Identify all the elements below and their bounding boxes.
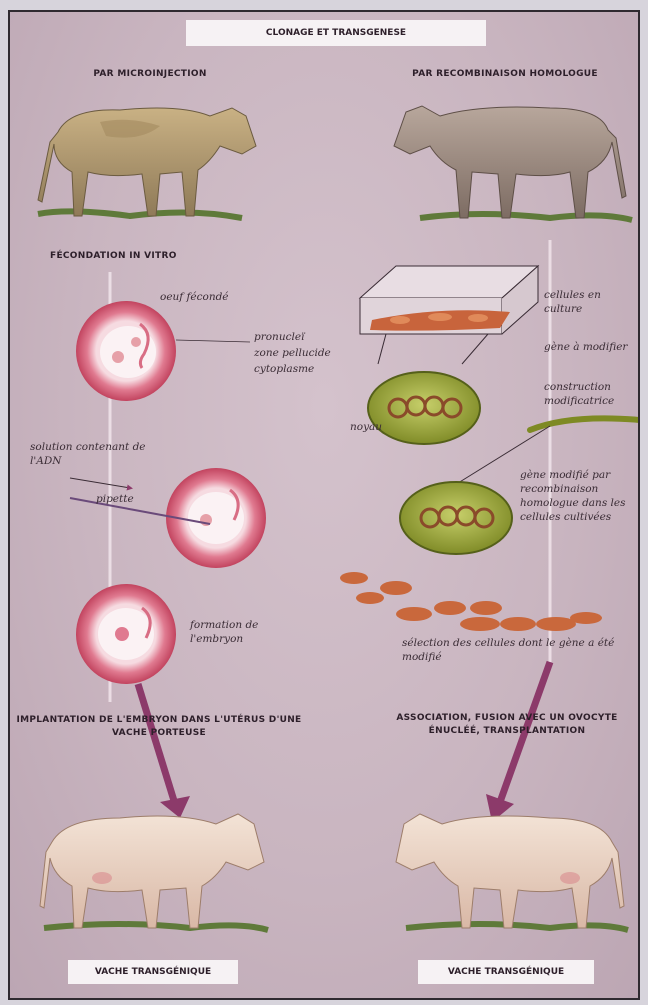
- implant-label: IMPLANTATION DE L'EMBRYON DANS L'UTÉRUS …: [14, 714, 304, 740]
- donor-cow-right: [394, 106, 632, 220]
- zoom-lines: [378, 334, 488, 364]
- result-right-text: VACHE TRANSGÉNIQUE: [448, 967, 564, 977]
- construct-label: construction modificatrice: [544, 380, 640, 408]
- embryo-egg: [76, 584, 176, 684]
- part-cytoplasm: cytoplasme: [254, 362, 354, 376]
- pronuclei-pointer: [176, 340, 250, 342]
- embryo-label: formation de l'embryon: [190, 618, 300, 646]
- culture-dish: [360, 266, 538, 334]
- dna-arrow: [70, 478, 130, 488]
- egg-label: oeuf fécondé: [160, 290, 270, 304]
- fertilized-egg: [76, 301, 176, 401]
- modified-gene-label: gène modifié par recombinaison homologue…: [520, 468, 636, 524]
- needle-label: pipette: [96, 492, 156, 506]
- modified-nucleus: [400, 482, 512, 554]
- part-zona: zone pellucide: [254, 346, 354, 360]
- left-arrow-shaft: [138, 684, 175, 804]
- transgenic-cow-left: [40, 814, 268, 930]
- result-left-text: VACHE TRANSGÉNIQUE: [95, 967, 211, 977]
- ivf-label: FÉCONDATION IN VITRO: [50, 250, 200, 263]
- transgenic-cow-right: [396, 814, 628, 930]
- result-left: VACHE TRANSGÉNIQUE: [68, 960, 238, 984]
- nucleus-label: noyau: [350, 420, 410, 434]
- result-right: VACHE TRANSGÉNIQUE: [418, 960, 594, 984]
- selected-cells: [340, 572, 602, 631]
- left-arrow-head: [160, 796, 190, 818]
- selection-label: sélection des cellules dont le gène a ét…: [402, 636, 632, 664]
- poster: CLONAGE ET TRANSGENESE PAR MICROINJECTIO…: [8, 10, 640, 1000]
- gene-label: gène à modifier: [544, 340, 640, 354]
- dna-solution-label: solution contenant de l'ADN: [30, 440, 150, 468]
- donor-cow-left: [38, 108, 256, 218]
- association-label: ASSOCIATION, FUSION AVEC UN OVOCYTE ÉNUC…: [382, 712, 632, 738]
- culture-label: cellules en culture: [544, 288, 636, 316]
- part-pronuclei: pronucleï: [254, 330, 344, 344]
